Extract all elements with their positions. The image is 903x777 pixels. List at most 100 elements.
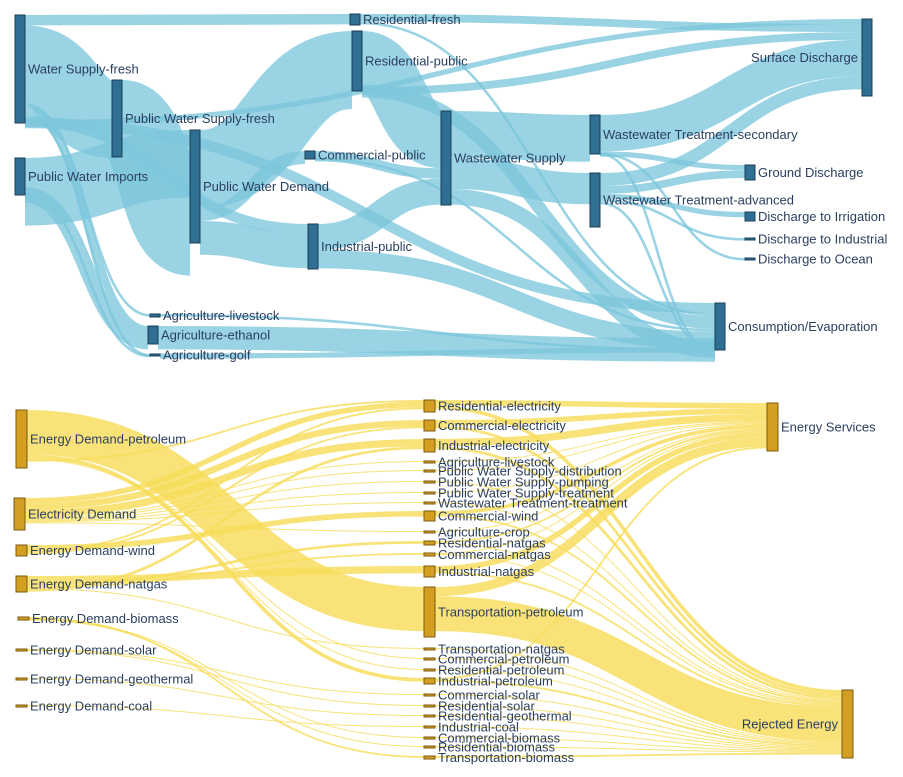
energy-link-com-el-to-services[interactable] [434, 408, 768, 426]
energy-node-tr-bio[interactable]: Transportation-biomass [423, 750, 575, 765]
water-node-d-ocean[interactable]: Discharge to Ocean [744, 252, 873, 267]
energy-link-com-ng-to-rejected[interactable] [434, 554, 843, 706]
water-node-bar[interactable] [744, 237, 756, 241]
water-link-wwt-sec-to-cons[interactable] [599, 152, 716, 352]
energy-node-bar[interactable] [423, 755, 436, 760]
energy-node-res-bio[interactable]: Residential-biomass [423, 740, 556, 755]
energy-node-bar[interactable] [423, 480, 436, 484]
energy-link-ed-sol-to-com-sol[interactable] [26, 649, 425, 695]
water-link-ag-golf-to-cons[interactable] [159, 347, 716, 359]
energy-link-tr-bio-to-rejected[interactable] [434, 752, 843, 758]
energy-link-ind-ng-to-services[interactable] [434, 431, 768, 572]
water-node-bar[interactable] [744, 211, 756, 222]
energy-node-bar[interactable] [423, 552, 436, 557]
water-node-ag-live[interactable]: Agriculture-livestock [149, 308, 280, 323]
energy-link-ed-pet-to-res-el[interactable] [26, 400, 425, 462]
water-node-bar[interactable] [861, 18, 873, 97]
energy-link-ed-ng-to-tr-ng[interactable] [26, 587, 425, 649]
energy-node-bar[interactable] [423, 647, 436, 651]
water-link-wwt-adv-to-cons[interactable] [599, 201, 716, 352]
energy-link-ind-pet-to-rejected[interactable] [434, 679, 843, 747]
energy-link-ed-sol-to-res-sol[interactable] [26, 650, 425, 706]
water-link-ww-supply-to-wwt-sec[interactable] [450, 111, 591, 162]
energy-link-res-sol-to-rejected[interactable] [434, 705, 843, 749]
water-link-wwt-adv-to-d-ind[interactable] [599, 199, 746, 241]
water-node-d-irr[interactable]: Discharge to Irrigation [744, 209, 885, 224]
water-link-ww-supply-to-cons[interactable] [450, 189, 716, 358]
water-node-ag-golf[interactable]: Agriculture-golf [149, 348, 251, 363]
water-link-pwi-to-ag-golf[interactable] [24, 193, 151, 358]
energy-link-ed-wind-to-com-el[interactable] [26, 426, 425, 555]
energy-node-services[interactable]: Energy Services [766, 402, 876, 452]
water-link-pwd-to-com-pub[interactable] [199, 151, 306, 221]
energy-node-bar[interactable] [423, 460, 436, 464]
energy-link-elec-to-res-el[interactable] [24, 401, 425, 504]
energy-node-res-pet[interactable]: Residential-petroleum [423, 663, 564, 678]
energy-link-com-bio-to-rejected[interactable] [434, 737, 843, 752]
energy-node-bar[interactable] [841, 689, 854, 759]
energy-link-elec-to-ag-live[interactable] [24, 461, 425, 519]
energy-node-pws-pump[interactable]: Public Water Supply-pumping [423, 475, 609, 490]
energy-link-pws-pump-to-rejected[interactable] [434, 481, 843, 701]
energy-node-ww-treat[interactable]: Wastewater Treatment-treatment [423, 496, 628, 511]
energy-node-res-ng[interactable]: Residential-natgas [423, 536, 546, 551]
energy-node-ed-ng[interactable]: Energy Demand-natgas [15, 575, 168, 593]
water-node-bar[interactable] [149, 353, 161, 357]
energy-link-ed-ng-to-ind-el[interactable] [26, 446, 425, 592]
water-node-bar[interactable] [440, 110, 452, 206]
water-node-wwt-adv[interactable]: Wastewater Treatment-advanced [589, 172, 794, 228]
energy-link-ed-geo-to-res-geo[interactable] [26, 678, 425, 716]
water-link-ind-pub-to-ww-supply[interactable] [317, 178, 442, 250]
energy-link-ed-wind-to-res-el[interactable] [26, 407, 425, 553]
water-node-bar[interactable] [14, 157, 26, 196]
energy-link-ed-pet-to-ind-pet[interactable] [26, 454, 425, 682]
water-node-bar[interactable] [111, 79, 123, 158]
energy-link-ind-pet-to-services[interactable] [434, 446, 768, 680]
water-node-ind-pub[interactable]: Industrial-public [307, 223, 413, 270]
energy-node-bar[interactable] [423, 677, 436, 685]
water-node-pwd[interactable]: Public Water Demand [189, 129, 329, 244]
energy-link-elec-to-pws-treat[interactable] [24, 492, 425, 522]
water-link-wwt-adv-to-surf[interactable] [599, 76, 863, 186]
energy-link-ag-crop-to-services[interactable] [434, 428, 768, 532]
water-link-wsf-to-res-fresh[interactable] [24, 14, 351, 26]
water-node-bar[interactable] [14, 14, 26, 124]
energy-node-bar[interactable] [423, 668, 436, 672]
energy-node-bar[interactable] [15, 677, 28, 681]
energy-node-com-pet[interactable]: Commercial-petroleum [423, 652, 569, 667]
water-node-bar[interactable] [349, 13, 361, 26]
energy-node-bar[interactable] [423, 565, 436, 578]
energy-node-bar[interactable] [423, 725, 436, 729]
energy-node-tr-pet[interactable]: Transportation-petroleum [423, 586, 583, 638]
energy-node-bar[interactable] [423, 510, 436, 522]
energy-link-com-sol-to-rejected[interactable] [434, 694, 843, 748]
energy-node-ed-bio[interactable]: Energy Demand-biomass [17, 611, 179, 626]
energy-node-ed-coal[interactable]: Energy Demand-coal [15, 699, 152, 714]
water-node-bar[interactable] [307, 223, 319, 270]
energy-link-com-wind-to-rejected[interactable] [434, 514, 843, 704]
energy-node-bar[interactable] [423, 745, 436, 749]
energy-link-ww-treat-to-rejected[interactable] [434, 502, 843, 702]
energy-node-pws-treat[interactable]: Public Water Supply-treatment [423, 486, 614, 501]
water-node-cons[interactable]: Consumption/Evaporation [714, 302, 878, 351]
water-link-res-pub-to-cons[interactable] [361, 84, 716, 329]
water-link-wsf-to-pwsf[interactable] [20, 25, 117, 158]
water-node-ag-eth[interactable]: Agriculture-ethanol [147, 325, 270, 345]
energy-node-bar[interactable] [423, 693, 436, 697]
energy-link-pws-treat-to-services[interactable] [434, 423, 768, 493]
water-node-ww-supply[interactable]: Wastewater Supply [440, 110, 566, 206]
energy-node-ed-pet[interactable]: Energy Demand-petroleum [15, 409, 186, 469]
energy-node-bar[interactable] [423, 736, 436, 740]
water-link-wwt-adv-to-d-irr[interactable] [599, 193, 746, 218]
water-link-pwsf-to-pwd[interactable] [102, 80, 210, 276]
energy-link-ind-el-to-services[interactable] [434, 414, 768, 447]
water-node-pwsf[interactable]: Public Water Supply-fresh [111, 79, 275, 158]
energy-node-ind-el[interactable]: Industrial-electricity [423, 438, 550, 453]
water-node-bar[interactable] [147, 325, 159, 345]
energy-link-ed-ng-to-ind-ng[interactable] [26, 566, 425, 584]
water-node-res-fresh[interactable]: Residential-fresh [349, 12, 461, 27]
energy-node-bar[interactable] [423, 714, 436, 718]
energy-node-bar[interactable] [423, 419, 436, 432]
water-link-wwt-adv-to-ground[interactable] [599, 170, 746, 194]
energy-node-bar[interactable] [423, 469, 436, 473]
